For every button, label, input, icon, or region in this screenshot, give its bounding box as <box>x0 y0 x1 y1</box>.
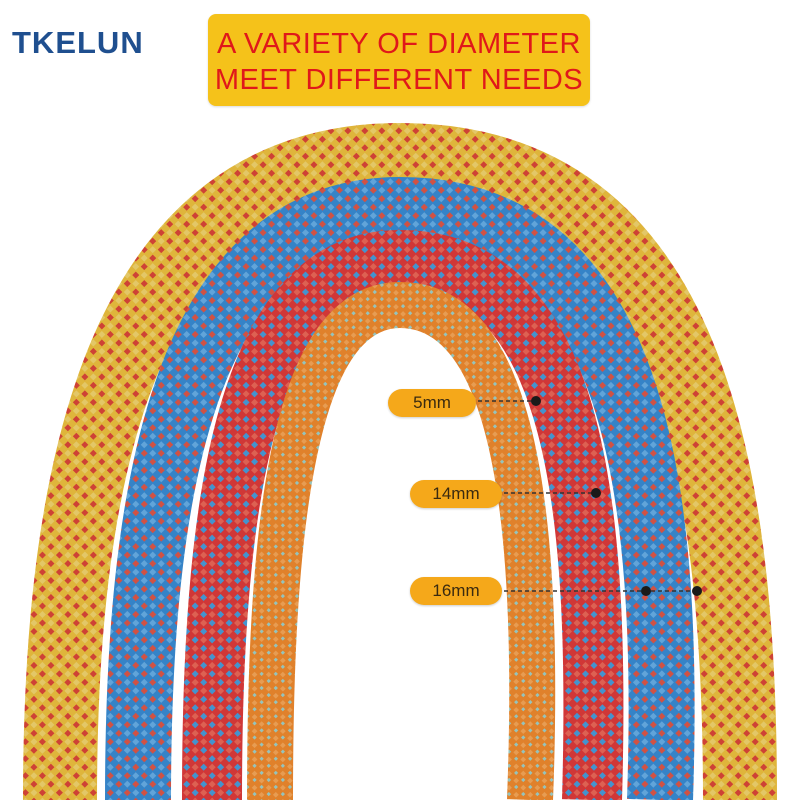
red-rope-shade <box>182 229 624 800</box>
yellow-rope <box>23 122 777 800</box>
red-rope <box>182 229 624 800</box>
diameter-label-5mm: 5mm <box>388 389 476 417</box>
headline-line-1: A VARIETY OF DIAMETER <box>217 28 581 60</box>
diameter-label-14mm: 14mm <box>410 480 502 508</box>
blue-rope-shade <box>105 176 695 800</box>
leader-lines <box>478 400 697 592</box>
brand-logo: TKELUN <box>12 25 144 60</box>
marker-dots <box>531 396 702 596</box>
orange-rope-shade <box>247 281 556 800</box>
orange-rope <box>247 281 556 800</box>
headline-banner: A VARIETY OF DIAMETER MEET DIFFERENT NEE… <box>208 14 590 106</box>
blue-rope <box>105 176 695 800</box>
headline-line-2: MEET DIFFERENT NEEDS <box>214 64 584 96</box>
yellow-rope-shade <box>23 122 777 800</box>
diameter-label-16mm: 16mm <box>410 577 502 605</box>
